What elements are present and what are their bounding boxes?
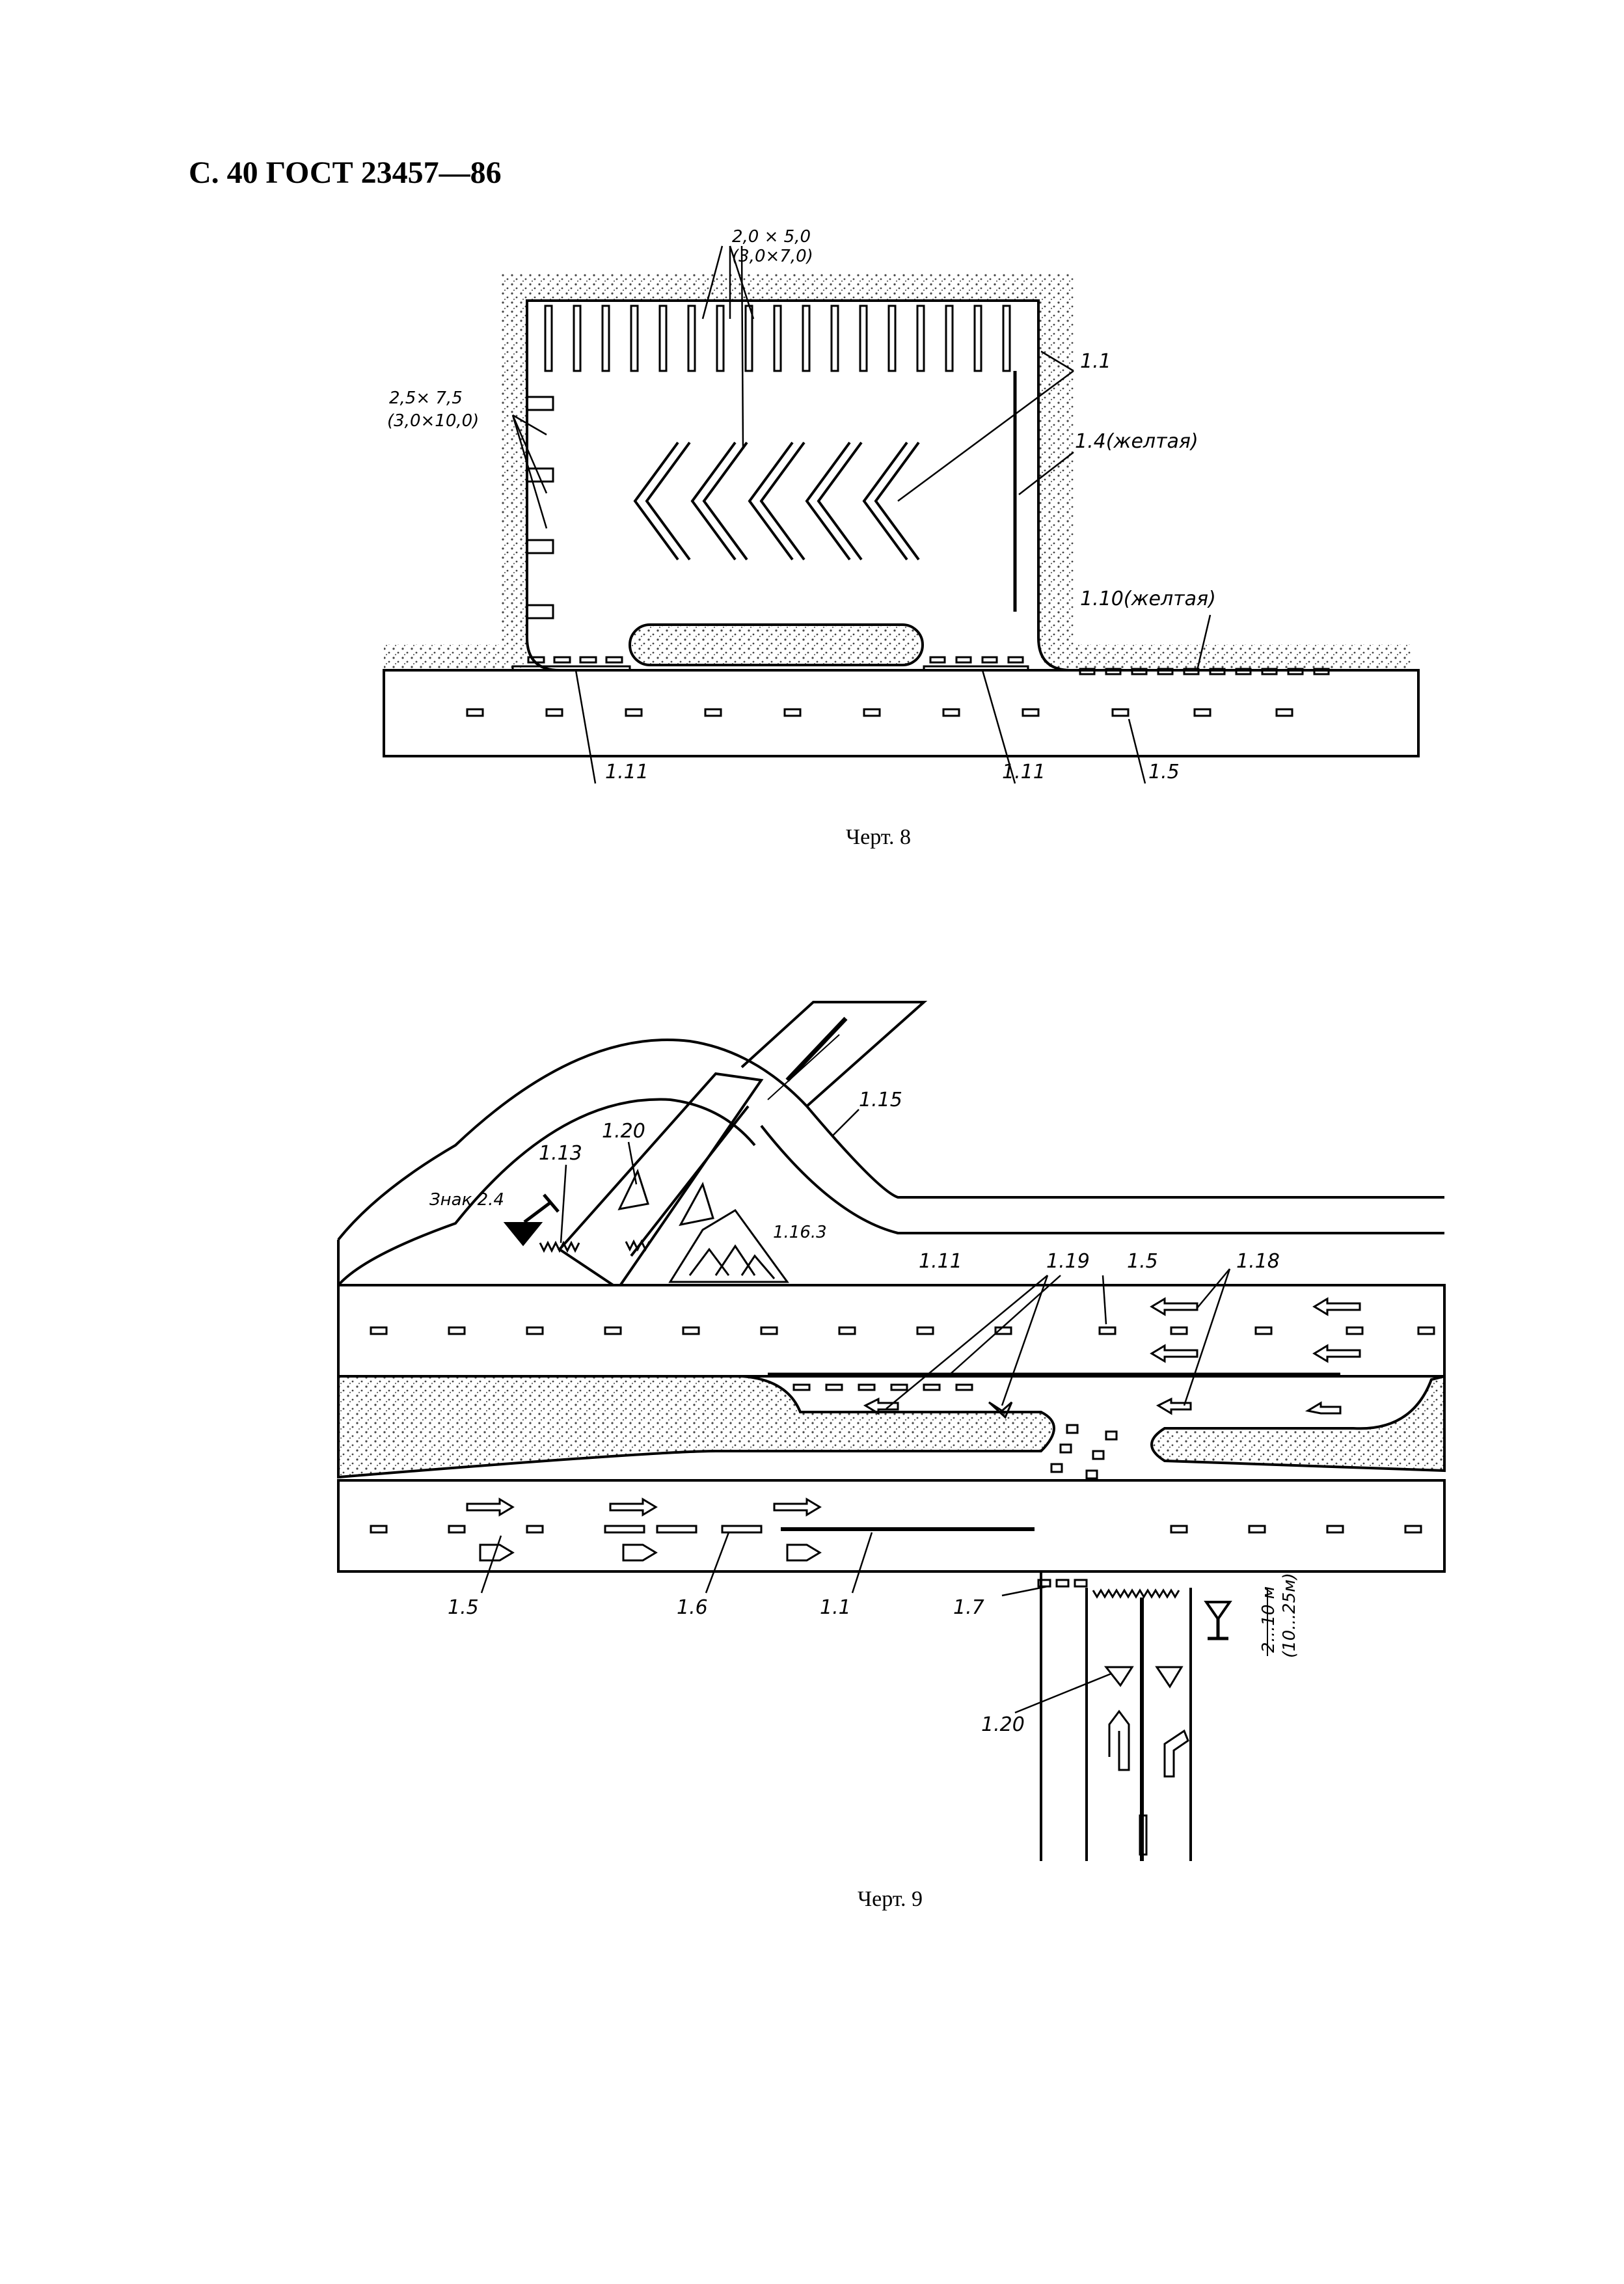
fig8-parking-bay: [514, 301, 1067, 670]
figure-8-caption: Черт. 8: [846, 825, 912, 849]
fig9-arrow-right-turn: [1163, 1729, 1189, 1778]
fig9-overpass: [740, 1001, 928, 1108]
fig8-chevrons: [633, 441, 920, 561]
fig9-marking-1-7: [1037, 1579, 1088, 1588]
fig8-dim-top-1: 2,0 × 5,0: [732, 227, 811, 247]
fig9-sign-yield: [1204, 1601, 1232, 1622]
fig8-dim-left-2: (3,0×10,0): [387, 411, 479, 431]
fig9-label-1-1: 1.1: [820, 1596, 851, 1619]
fig9-triangle-1-20-c: [1103, 1666, 1134, 1687]
fig9-exit-lane: [557, 1072, 764, 1290]
fig9-ramp-inner: [337, 1098, 756, 1286]
fig9-label-1-6: 1.6: [677, 1596, 708, 1619]
fig8-label-1-11-b: 1.11: [1002, 761, 1046, 783]
fig9-label-1-20-bot: 1.20: [981, 1713, 1025, 1736]
fig9-label-1-19: 1.19: [1046, 1250, 1090, 1273]
figure-9-intersection: [337, 1001, 1446, 1861]
fig9-label-1-16-3: 1.16.3: [773, 1223, 827, 1242]
fig9-label-1-15: 1.15: [859, 1089, 902, 1111]
fig8-marking-1-5: [466, 708, 1293, 717]
fig8-leaders: [511, 245, 1211, 784]
fig9-zigzag-stop: [1092, 1588, 1180, 1599]
fig9-dashes-bottom: [370, 1525, 1422, 1534]
fig9-arrows-east: [466, 1497, 822, 1562]
fig9-triangle-1-20-d: [1155, 1666, 1184, 1689]
fig9-labels: 1.15 1.20 1.13 Знак 2.4 1.16.3 1.11 1.19…: [429, 1089, 1299, 1736]
fig9-triangle-1-20-a: [617, 1168, 649, 1211]
fig9-arrow-left-turn: [1108, 1709, 1130, 1771]
fig9-triangle-1-20-b: [679, 1182, 714, 1227]
fig9-marking-1-16-3: [668, 1209, 789, 1283]
fig8-dim-top-2: (3,0×7,0): [732, 247, 813, 266]
fig8-island: [629, 623, 924, 666]
fig8-label-1-4: 1.4(желтая): [1075, 430, 1198, 453]
fig9-marking-1-13: [539, 1240, 580, 1253]
fig9-label-1-5-bot: 1.5: [448, 1596, 479, 1619]
fig9-sign-2-4: [503, 1222, 543, 1247]
figure-8-parking-area: [383, 245, 1420, 784]
fig9-arrows-west: [1150, 1297, 1361, 1363]
fig9-label-1-5-top: 1.5: [1127, 1250, 1158, 1273]
fig9-label-1-20-top: 1.20: [602, 1120, 645, 1143]
fig9-dist-1: 2...10 м: [1259, 1586, 1279, 1653]
fig9-label-1-13: 1.13: [539, 1142, 582, 1165]
fig9-dist-2: (10...25м): [1280, 1573, 1299, 1658]
fig8-label-1-1: 1.1: [1080, 350, 1111, 373]
fig8-stalls-left: [527, 396, 554, 619]
fig8-marking-1-11: [511, 656, 1029, 672]
figure-9-caption: Черт. 9: [858, 1887, 923, 1911]
fig8-road: [383, 669, 1420, 757]
fig9-label-1-7: 1.7: [953, 1596, 984, 1619]
fig9-label-1-11: 1.11: [919, 1250, 962, 1273]
fig9-label-1-18: 1.18: [1236, 1250, 1280, 1273]
fig9-ramp-outer: [337, 1039, 808, 1241]
page-header: С. 40 ГОСТ 23457—86: [189, 156, 502, 190]
fig9-median-left: [337, 1375, 1055, 1479]
fig8-stalls-top: [544, 305, 1011, 372]
fig9-marking-1-19: [792, 1383, 1342, 1419]
fig9-sign-2-4-label: Знак 2.4: [429, 1190, 504, 1210]
fig9-main-road-top: [337, 1284, 1446, 1378]
fig8-labels: 2,0 × 5,0 (3,0×7,0) 2,5× 7,5 (3,0×10,0) …: [387, 227, 1216, 783]
fig8-label-1-10: 1.10(желтая): [1080, 588, 1216, 610]
fig8-label-1-11-a: 1.11: [605, 761, 649, 783]
fig9-leaders: [480, 1109, 1231, 1714]
fig8-marking-1-10: [1079, 668, 1330, 675]
fig8-dim-left-1: 2,5× 7,5: [389, 388, 463, 408]
fig8-label-1-5: 1.5: [1148, 761, 1180, 783]
fig9-median-right: [1150, 1374, 1446, 1473]
